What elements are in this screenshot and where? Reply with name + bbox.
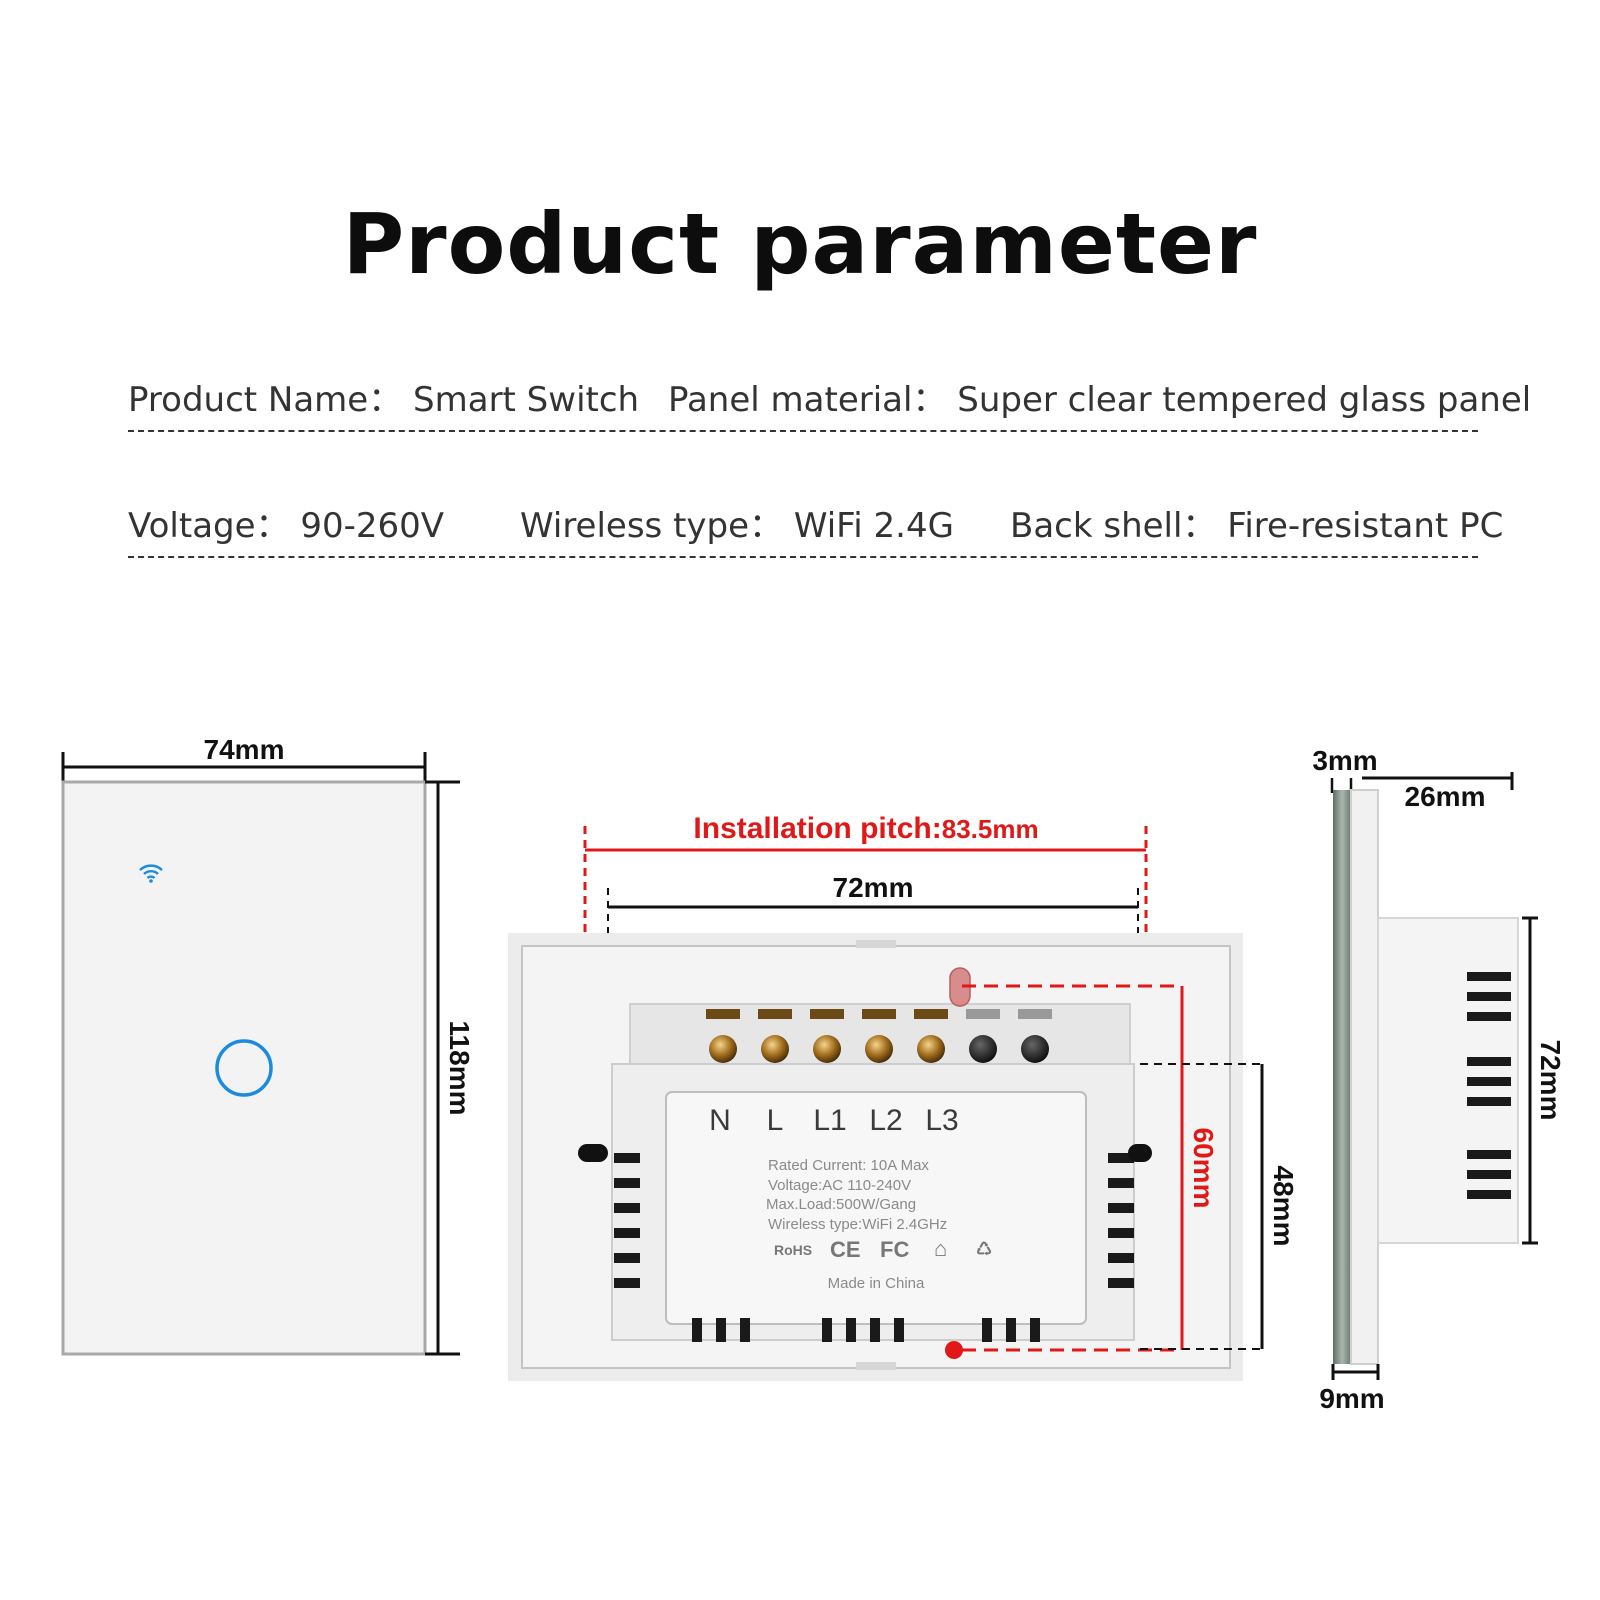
home-icon: ⌂ [934, 1236, 947, 1261]
dashed-divider [128, 556, 1478, 558]
param-value: Fire-resistant PC [1227, 506, 1504, 546]
recycle-icon: ♺ [976, 1239, 992, 1259]
side-clips [614, 1153, 1134, 1288]
spec-line: Max.Load:500W/Gang [766, 1196, 916, 1213]
mounting-point-bottom [945, 1341, 963, 1359]
param-wireless-type: Wireless type： WiFi 2.4G [520, 498, 954, 547]
param-back-shell: Back shell： Fire-resistant PC [1010, 498, 1503, 547]
terminal-label: L [767, 1104, 784, 1137]
label-spec-lines: Rated Current: 10A Max Voltage:AC 110-24… [766, 1157, 947, 1233]
red-height-label: 60mm [1188, 1128, 1219, 1209]
terminal-clamps [706, 1009, 1052, 1019]
box-height-label: 48mm [1268, 1166, 1299, 1247]
spec-line: Wireless type:WiFi 2.4GHz [768, 1216, 947, 1233]
glass-edge [1333, 790, 1351, 1364]
spec-line: Voltage:AC 110-240V [768, 1177, 911, 1194]
terminal-screws [709, 1035, 1049, 1063]
fc-mark: FC [880, 1237, 909, 1262]
certification-marks: RoHS CE FC ⌂ ♺ [774, 1236, 992, 1262]
param-value: Super clear tempered glass panel [957, 380, 1532, 420]
bottom-vents [692, 1318, 1040, 1342]
rohs-mark: RoHS [774, 1242, 812, 1258]
dashed-divider [128, 430, 1478, 432]
param-label: Product Name： [128, 380, 403, 420]
made-in-label: Made in China [828, 1275, 925, 1292]
back-shell-edge [1350, 789, 1379, 1365]
param-label: Panel material： [668, 380, 947, 420]
param-row-2: Voltage： 90-260V Wireless type： WiFi 2.4… [128, 498, 1503, 554]
terminal-labels: N L L1 L2 L3 [709, 1104, 959, 1137]
installation-pitch-label: Installation pitch:83.5mm [693, 812, 1038, 845]
body-height-label: 72mm [1535, 1040, 1566, 1121]
wifi-icon [139, 864, 163, 883]
ce-mark: CE [830, 1237, 861, 1262]
terminal-label: L2 [869, 1104, 902, 1137]
back-view: Installation pitch:83.5mm 72mm [508, 812, 1299, 1381]
glass-thickness-label: 3mm [1312, 745, 1377, 776]
touch-button-ring [215, 1039, 273, 1097]
side-fins [1467, 972, 1511, 1199]
param-voltage: Voltage： 90-260V [128, 498, 444, 547]
side-view: 3mm 26mm 72mm 9mm [1312, 745, 1566, 1414]
param-value: 90-260V [300, 506, 445, 546]
param-value: Smart Switch [413, 380, 640, 420]
pitch-label-text: Installation pitch: [693, 812, 941, 845]
terminal-label: L3 [925, 1104, 958, 1137]
plate-notch [856, 940, 896, 948]
param-value: WiFi 2.4G [793, 506, 954, 546]
param-label: Wireless type： [520, 506, 784, 546]
param-label: Back shell： [1010, 506, 1217, 546]
param-row-1: Product Name： Smart Switch Panel materia… [128, 372, 1531, 428]
param-panel-material: Panel material： Super clear tempered gla… [668, 372, 1531, 421]
plate-notch [856, 1362, 896, 1370]
param-label: Voltage： [128, 506, 290, 546]
front-width-label: 74mm [204, 734, 285, 765]
param-product-name: Product Name： Smart Switch [128, 372, 639, 421]
panel-thickness-label: 9mm [1319, 1383, 1384, 1414]
mounting-hole-left [578, 1144, 608, 1162]
terminal-label: L1 [813, 1104, 846, 1137]
front-height-label: 118mm [444, 1021, 475, 1116]
front-glass-panel [61, 780, 427, 1356]
page-title: Product parameter [342, 195, 1258, 293]
terminal-label: N [709, 1104, 731, 1137]
mounting-hole-right [1128, 1144, 1152, 1162]
inner-width-label: 72mm [833, 872, 914, 903]
pitch-value-text: 83.5mm [942, 814, 1039, 844]
depth-label: 26mm [1405, 781, 1486, 812]
front-view: 74mm 118mm [61, 734, 475, 1356]
spec-line: Rated Current: 10A Max [768, 1157, 929, 1174]
